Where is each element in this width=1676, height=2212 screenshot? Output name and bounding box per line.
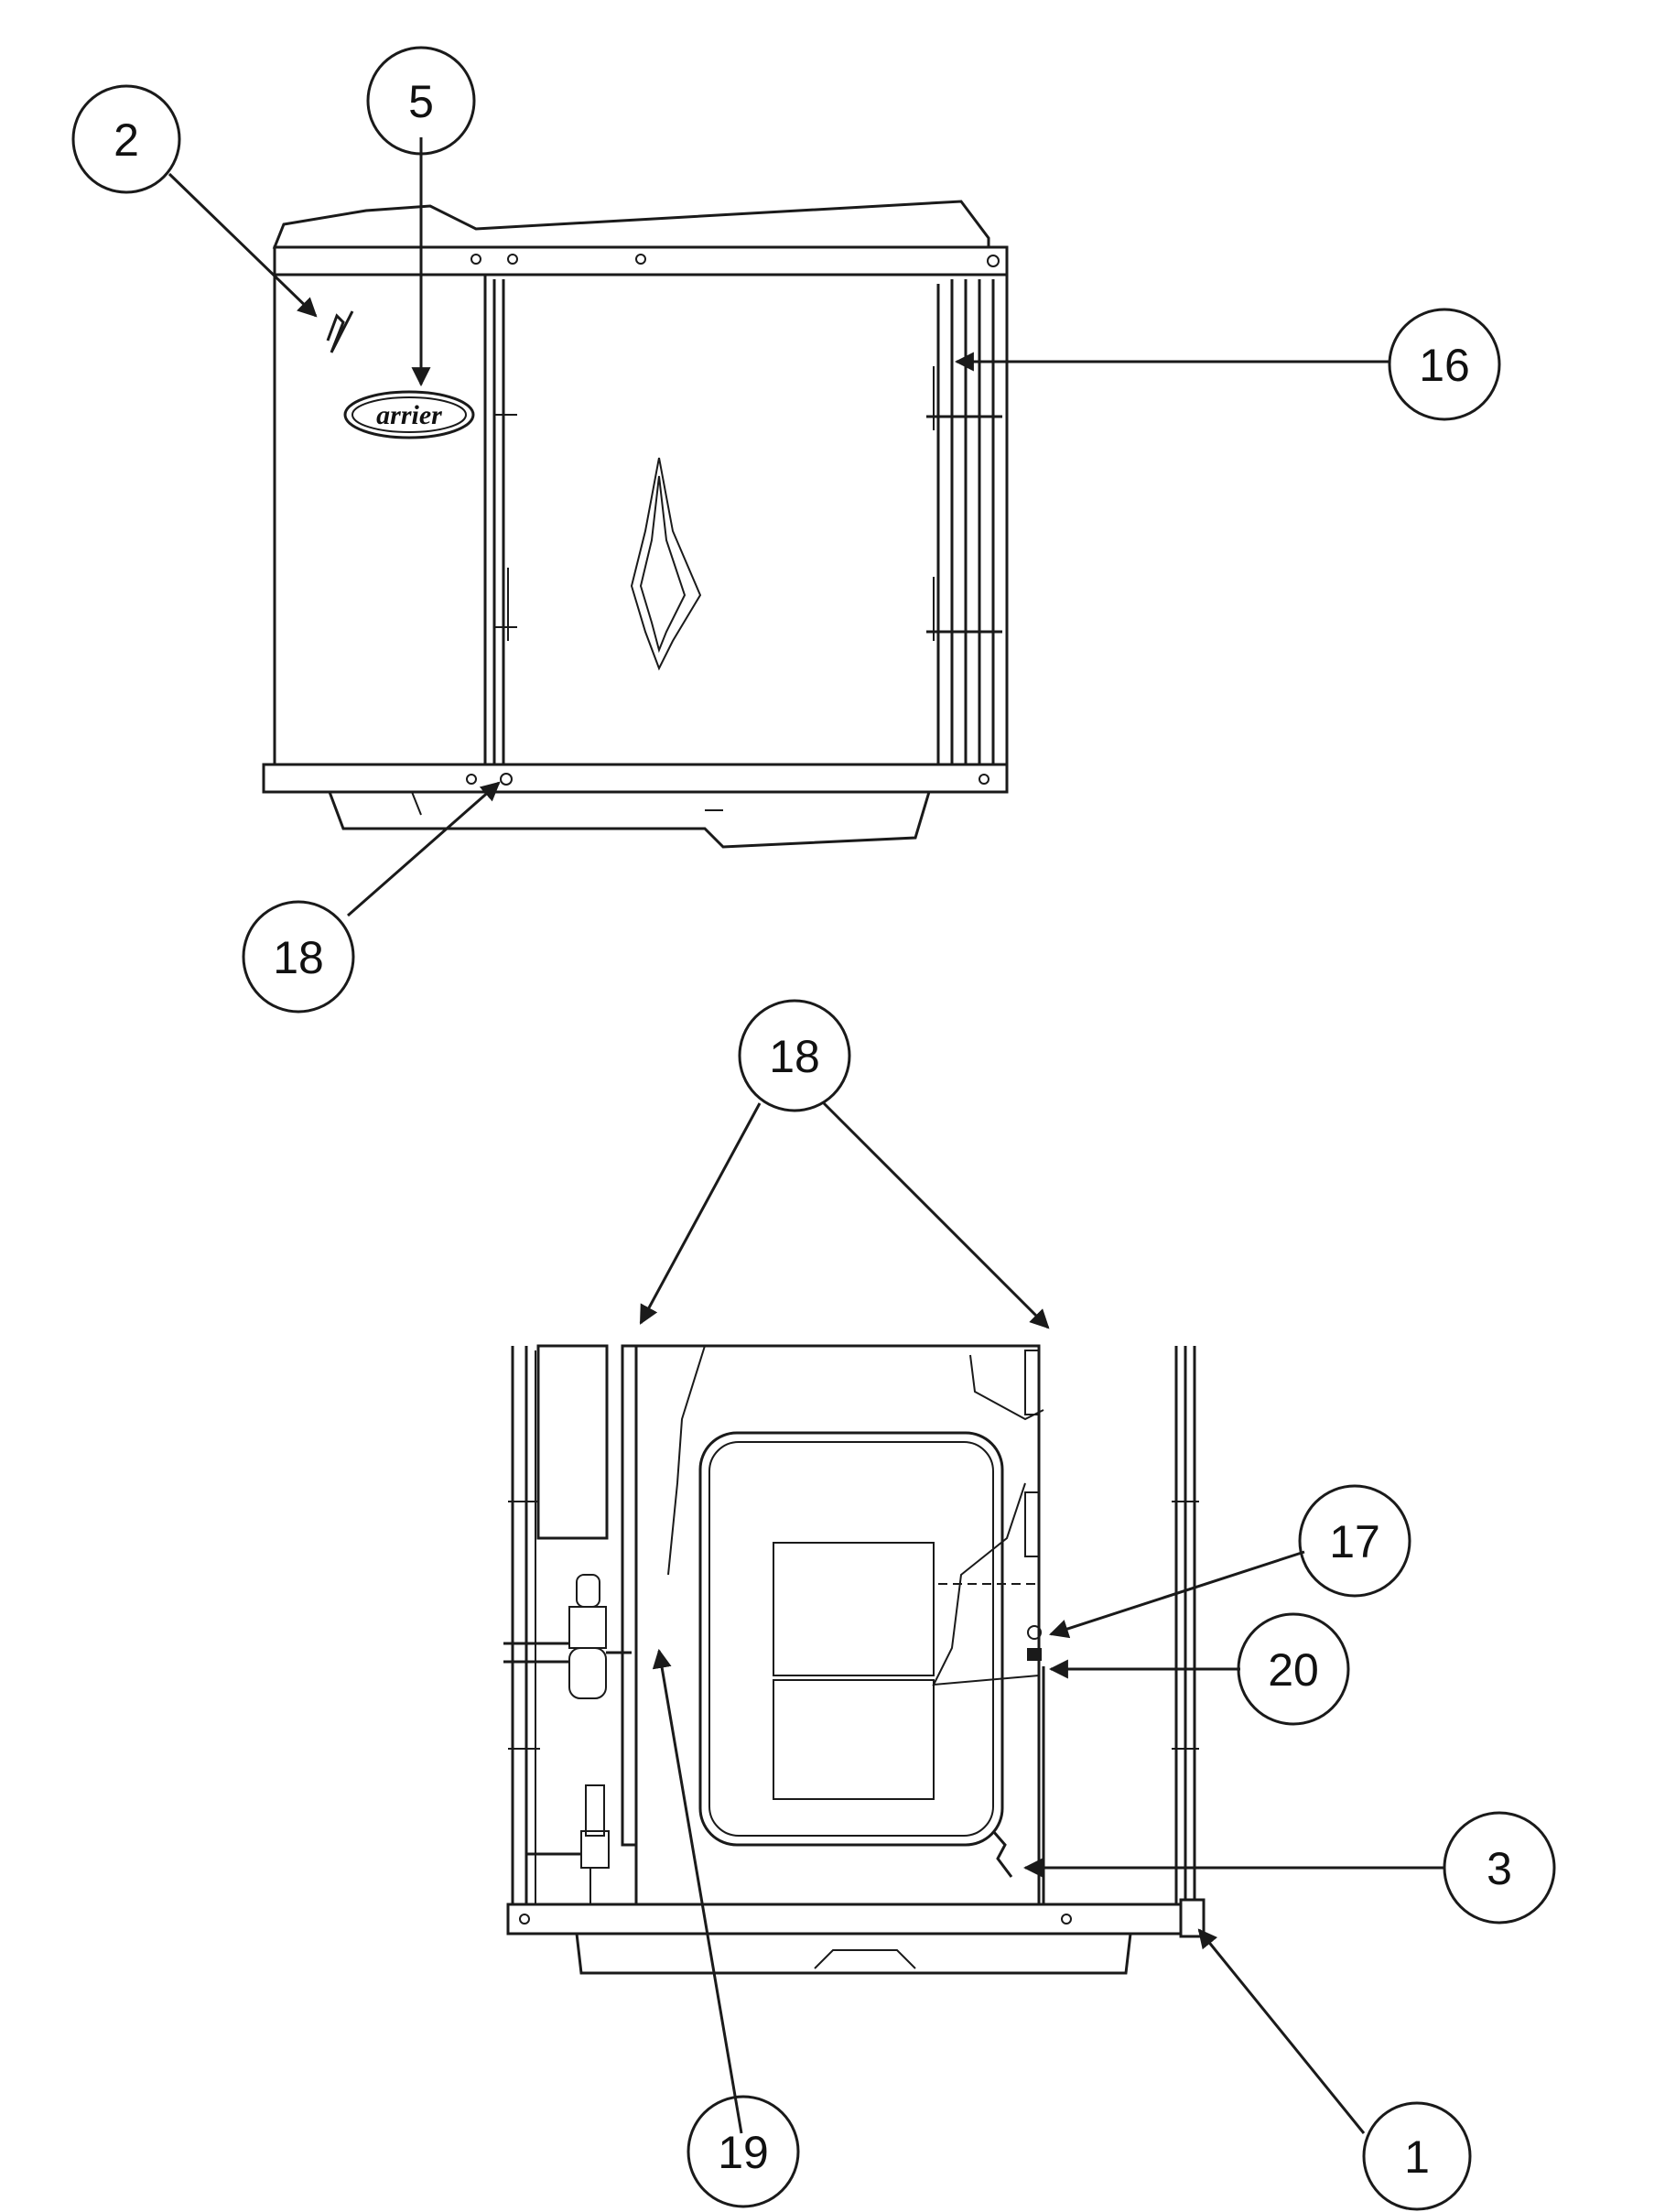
callout-1: 1 <box>1362 2101 1472 2211</box>
bottom-rail <box>262 763 1009 794</box>
svg-text:17: 17 <box>1329 1516 1380 1567</box>
svg-text:16: 16 <box>1419 340 1470 391</box>
svg-text:3: 3 <box>1487 1843 1512 1894</box>
callout-17: 17 <box>1298 1484 1411 1598</box>
terminal-block <box>1027 1648 1042 1661</box>
callout-16: 16 <box>1388 308 1501 421</box>
svg-text:20: 20 <box>1268 1644 1319 1696</box>
callout-20: 20 <box>1237 1612 1350 1726</box>
label-squiggle-lower <box>991 1830 1013 1878</box>
unit-front-view: arrier <box>262 200 1009 849</box>
base-pan <box>328 791 931 849</box>
compressor <box>698 1431 1004 1847</box>
logo-oval <box>343 390 475 439</box>
bottom-rail-lower <box>506 1903 1196 1936</box>
svg-text:2: 2 <box>114 114 139 166</box>
svg-text:18: 18 <box>273 932 324 983</box>
label-squiggle <box>326 310 354 353</box>
control-label-plate <box>536 1344 609 1540</box>
svg-text:18: 18 <box>769 1031 820 1082</box>
svg-text:5: 5 <box>408 76 434 127</box>
svg-text:19: 19 <box>718 2127 769 2178</box>
callout-2: 2 <box>71 84 181 194</box>
callout-5: 5 <box>366 46 476 156</box>
cabinet-body <box>273 273 1009 766</box>
callout-18-top: 18 <box>242 900 355 1014</box>
callout-18-bottom: 18 <box>738 999 851 1112</box>
unit-service-view <box>503 1344 1206 1975</box>
service-valves <box>503 1574 632 1904</box>
leader-lines <box>168 137 1444 2134</box>
callout-19: 19 <box>687 2095 800 2208</box>
top-cap <box>272 200 990 249</box>
logo-text: arrier <box>376 400 442 430</box>
callout-3: 3 <box>1443 1811 1556 1925</box>
top-rail <box>273 245 1009 276</box>
diamond-emblem <box>630 457 702 671</box>
svg-text:1: 1 <box>1404 2131 1430 2183</box>
base-pan-lower <box>575 1933 1132 1975</box>
